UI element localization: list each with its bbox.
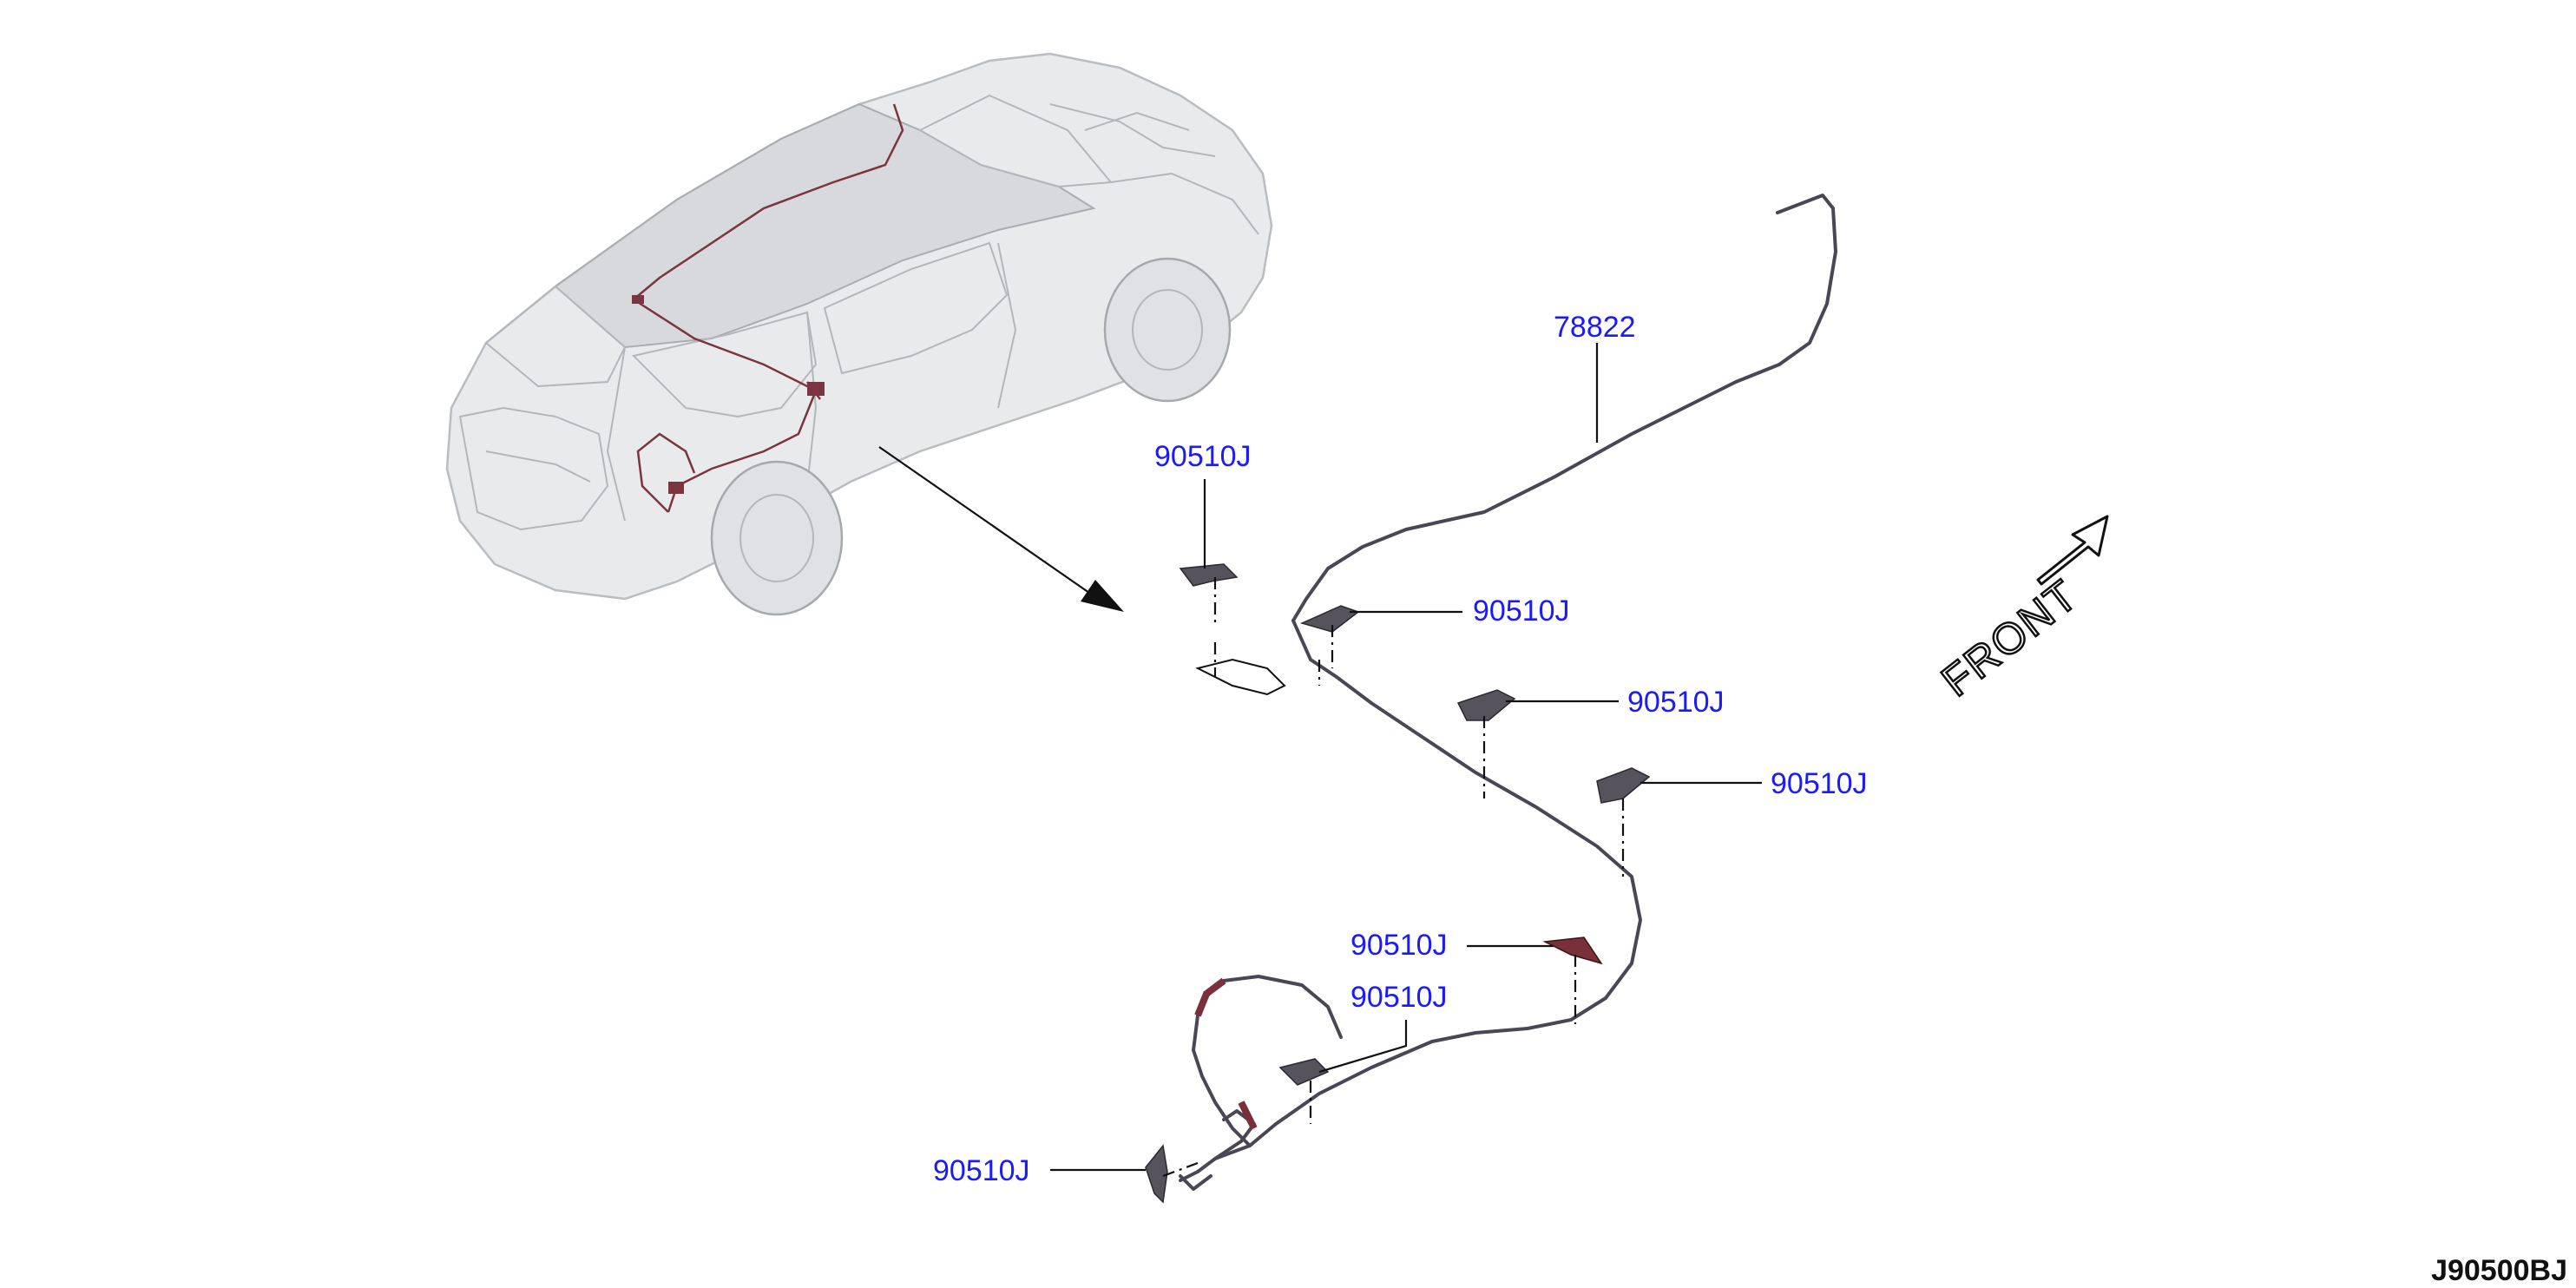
attachment-lines <box>1162 577 1625 1178</box>
rear-harness <box>1179 194 1837 1191</box>
callout-90510J-top: 90510J <box>1154 440 1252 473</box>
callout-90510J-right: 90510J <box>1771 767 1868 800</box>
vehicle-illustration-icon <box>445 52 1273 616</box>
callout-78822: 78822 <box>1554 311 1636 344</box>
callout-90510J-middle: 90510J <box>1627 686 1725 719</box>
front-direction-indicator: FRONT <box>1931 515 2109 706</box>
front-label: FRONT <box>1933 570 2087 706</box>
detail-pointer-arrow <box>878 446 1124 612</box>
callout-90510J-lower-middle: 90510J <box>1350 981 1448 1014</box>
callout-90510J-lower-left: 90510J <box>1350 929 1448 962</box>
clips <box>1145 563 1651 1204</box>
diagram-code: J90500BJ <box>2431 1254 2567 1287</box>
leader-lines <box>1050 343 1762 1172</box>
callout-90510J-bottom: 90510J <box>933 1154 1030 1187</box>
front-arrow-icon <box>2036 515 2109 586</box>
callout-90510J-upper-right: 90510J <box>1473 595 1570 628</box>
callouts: 78822 90510J 90510J 90510J 90510J 90510J… <box>933 311 1868 1187</box>
harness-connector-bundle <box>1195 642 1321 696</box>
